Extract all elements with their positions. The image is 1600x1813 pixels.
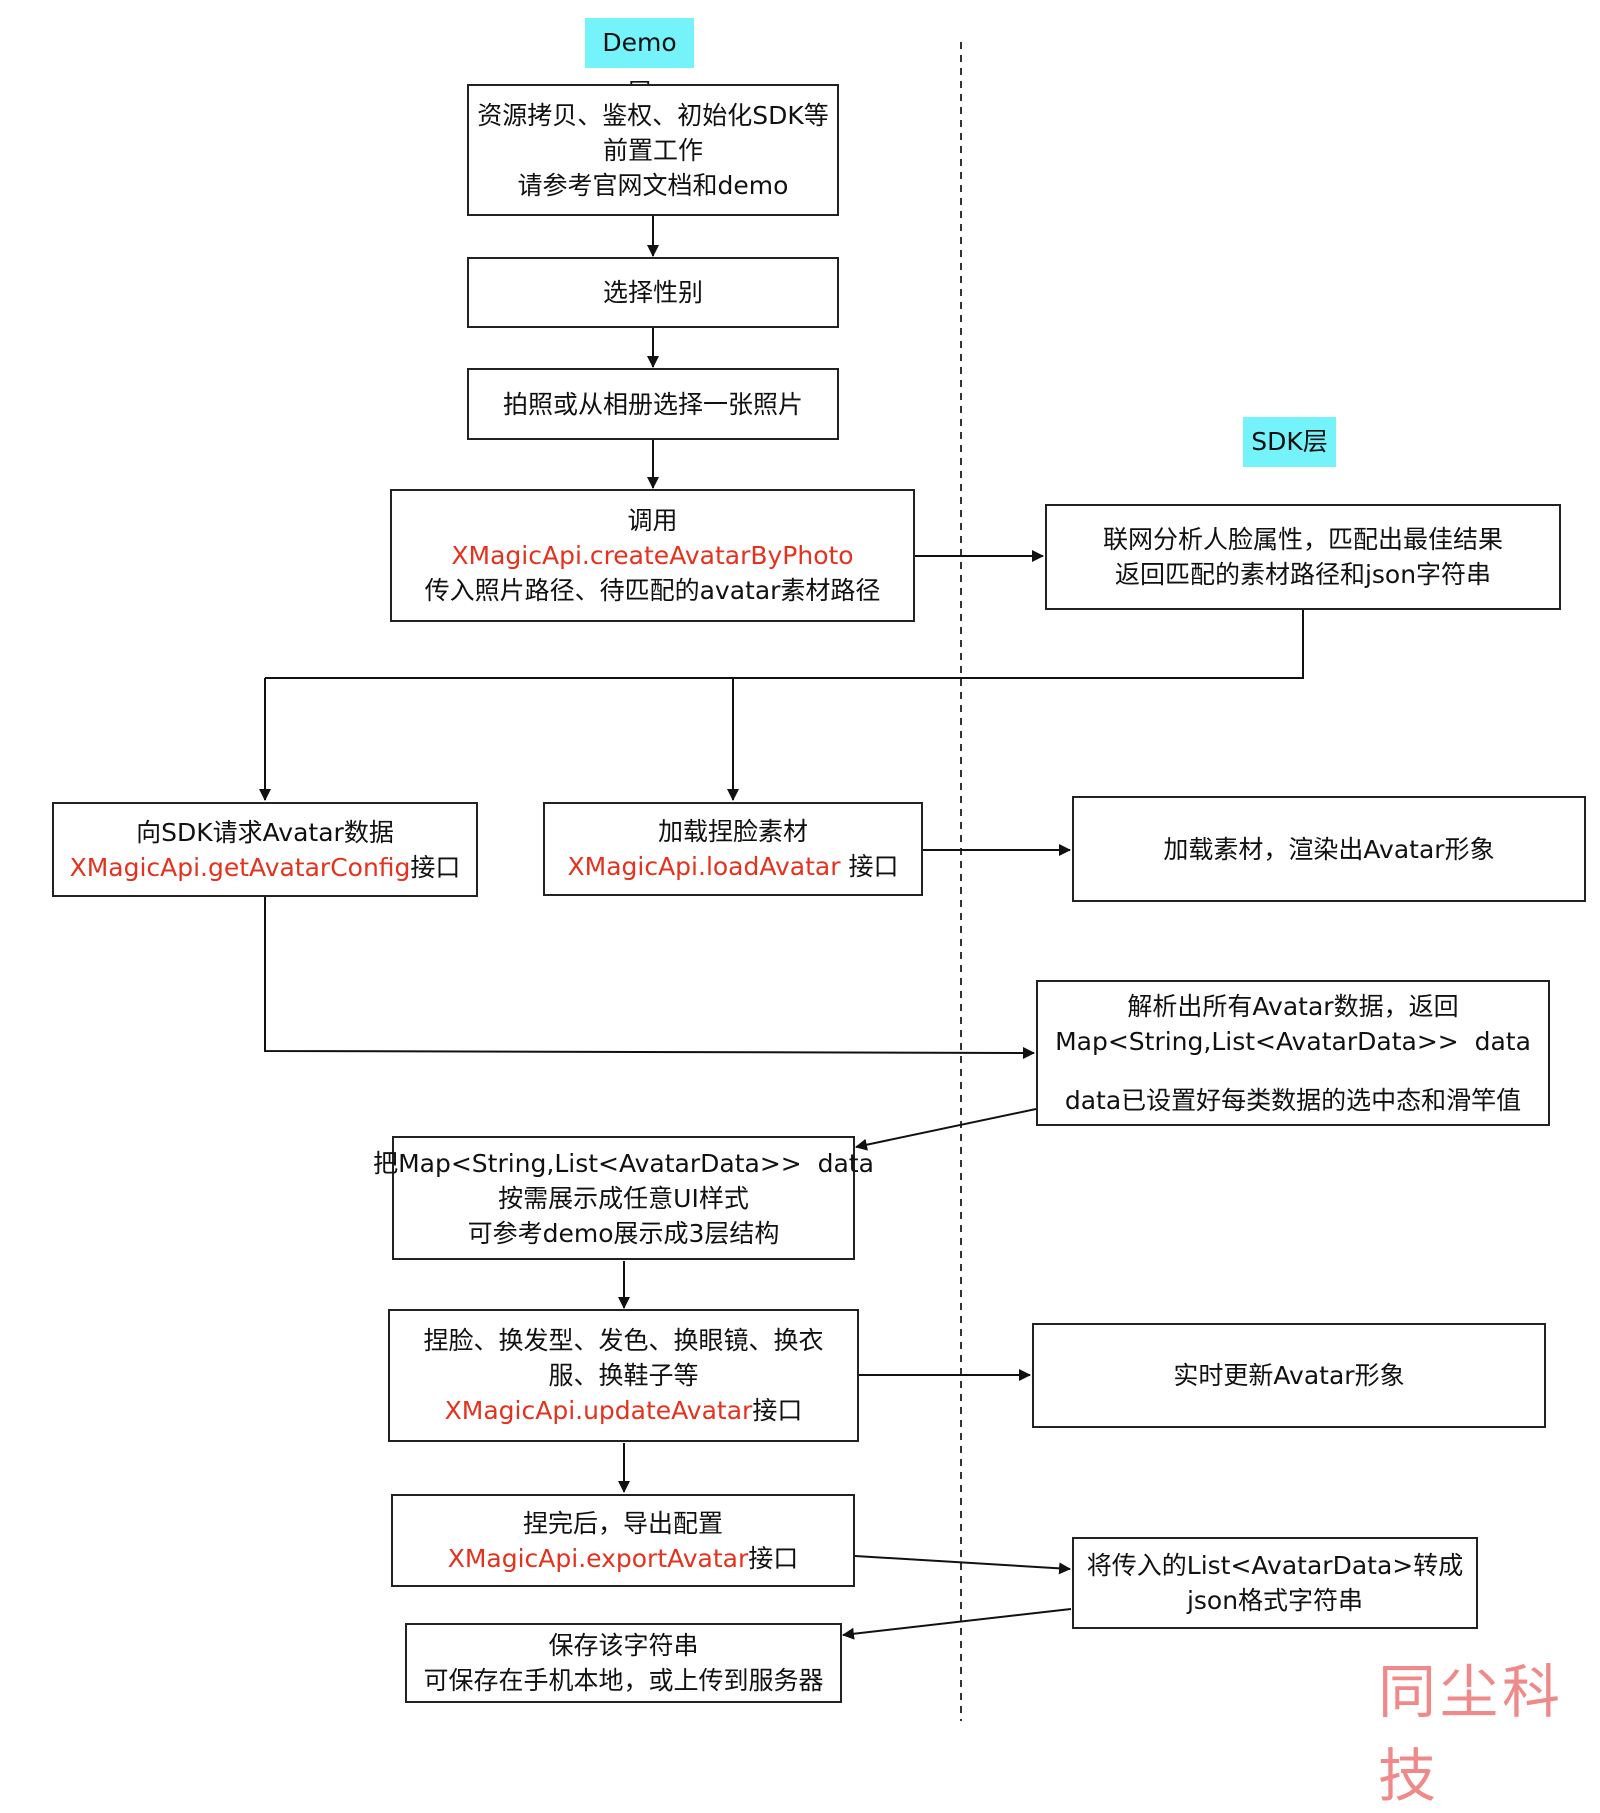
display-line-3: 可参考demo展示成3层结构 [467, 1218, 780, 1248]
realtime-update-label: 实时更新Avatar形象 [1173, 1361, 1405, 1390]
parse-line-1: 解析出所有Avatar数据，返回 [1127, 991, 1459, 1021]
load-avatar-api: XMagicApi.loadAvatar [567, 852, 841, 881]
load-avatar-line-1: 加载捏脸素材 [657, 817, 808, 846]
convert-line-1: 将传入的List<AvatarData>转成 [1086, 1551, 1464, 1580]
save-string-box: 保存该字符串 可保存在手机本地，或上传到服务器 [405, 1623, 842, 1703]
sdk-layer-tag: SDK层 [1243, 417, 1336, 467]
update-avatar-suffix: 接口 [752, 1396, 803, 1425]
init-step-line-2: 前置工作 [602, 135, 703, 165]
init-step-line-3: 请参考官网文档和demo [517, 170, 789, 200]
display-line-2: 按需展示成任意UI样式 [498, 1183, 749, 1213]
arrow-export-to-convert [854, 1555, 1071, 1575]
update-avatar-box: 捏脸、换发型、发色、换眼镜、换衣 服、换鞋子等 XMagicApi.update… [388, 1309, 859, 1442]
select-gender-box: 选择性别 [467, 257, 839, 328]
take-photo-box: 拍照或从相册选择一张照片 [467, 368, 839, 440]
create-avatar-line-3: 传入照片路径、待匹配的avatar素材路径 [424, 576, 881, 605]
select-gender-label: 选择性别 [602, 278, 703, 307]
export-avatar-api: XMagicApi.exportAvatar [447, 1543, 749, 1573]
init-step-line-1: 资源拷贝、鉴权、初始化SDK等 [477, 100, 829, 130]
export-avatar-suffix: 接口 [748, 1543, 799, 1573]
export-line-1: 捏完后，导出配置 [522, 1508, 723, 1538]
arrow-parse-to-display [855, 1108, 1037, 1151]
load-avatar-box: 加载捏脸素材 XMagicApi.loadAvatar 接口 [543, 802, 923, 896]
flow-connectors [259, 42, 1304, 1721]
convert-line-2: json格式字符串 [1186, 1586, 1364, 1615]
realtime-update-box: 实时更新Avatar形象 [1032, 1323, 1546, 1428]
parse-line-2: Map<String,List<AvatarData>> data [1055, 1026, 1531, 1056]
get-config-line-2: XMagicApi.getAvatarConfig接口 [70, 850, 461, 885]
export-line-2: XMagicApi.exportAvatar接口 [448, 1541, 799, 1576]
render-avatar-box: 加载素材，渲染出Avatar形象 [1072, 796, 1586, 902]
get-avatar-config-box: 向SDK请求Avatar数据 XMagicApi.getAvatarConfig… [52, 802, 478, 897]
face-match-box: 联网分析人脸属性，匹配出最佳结果 返回匹配的素材路径和json字符串 [1045, 504, 1561, 610]
parse-avatar-data-box: 解析出所有Avatar数据，返回 Map<String,List<AvatarD… [1036, 980, 1550, 1126]
update-line-1: 捏脸、换发型、发色、换眼镜、换衣 [423, 1326, 824, 1355]
get-config-suffix: 接口 [410, 852, 461, 882]
face-match-line-2: 返回匹配的素材路径和json字符串 [1114, 560, 1492, 589]
update-line-3: XMagicApi.updateAvatar接口 [445, 1393, 803, 1428]
init-step-box: 资源拷贝、鉴权、初始化SDK等 前置工作 请参考官网文档和demo [467, 84, 839, 216]
update-avatar-api: XMagicApi.updateAvatar [444, 1396, 753, 1425]
watermark-text: 同尘科技 [1378, 1658, 1565, 1810]
connector-match-branch [265, 610, 1304, 679]
get-config-line-1: 向SDK请求Avatar数据 [136, 817, 394, 847]
save-line-2: 可保存在手机本地，或上传到服务器 [423, 1666, 824, 1695]
display-ui-box: 把Map<String,List<AvatarData>> data 按需展示成… [373, 1136, 874, 1260]
face-match-line-1: 联网分析人脸属性，匹配出最佳结果 [1102, 525, 1503, 554]
parse-line-3: data已设置好每类数据的选中态和滑竿值 [1064, 1085, 1522, 1115]
arrow-get-config-to-parse [264, 897, 1035, 1059]
display-line-1: 把Map<String,List<AvatarData>> data [373, 1148, 874, 1178]
save-line-1: 保存该字符串 [548, 1631, 699, 1660]
load-avatar-suffix: 接口 [840, 852, 899, 881]
create-avatar-box: 调用 XMagicApi.createAvatarByPhoto 传入照片路径、… [390, 489, 915, 622]
render-avatar-label: 加载素材，渲染出Avatar形象 [1163, 834, 1495, 864]
create-avatar-line-1: 调用 [627, 506, 678, 535]
export-avatar-box: 捏完后，导出配置 XMagicApi.exportAvatar接口 [391, 1494, 855, 1587]
get-config-api: XMagicApi.getAvatarConfig [69, 852, 411, 882]
convert-json-box: 将传入的List<AvatarData>转成 json格式字符串 [1072, 1537, 1478, 1629]
arrow-convert-to-save [842, 1608, 1072, 1640]
create-avatar-api: XMagicApi.createAvatarByPhoto [451, 541, 854, 570]
update-line-2: 服、换鞋子等 [548, 1361, 699, 1390]
load-avatar-line-2: XMagicApi.loadAvatar 接口 [568, 849, 899, 884]
take-photo-label: 拍照或从相册选择一张照片 [502, 389, 803, 419]
demo-layer-tag: Demo层 [585, 18, 694, 107]
